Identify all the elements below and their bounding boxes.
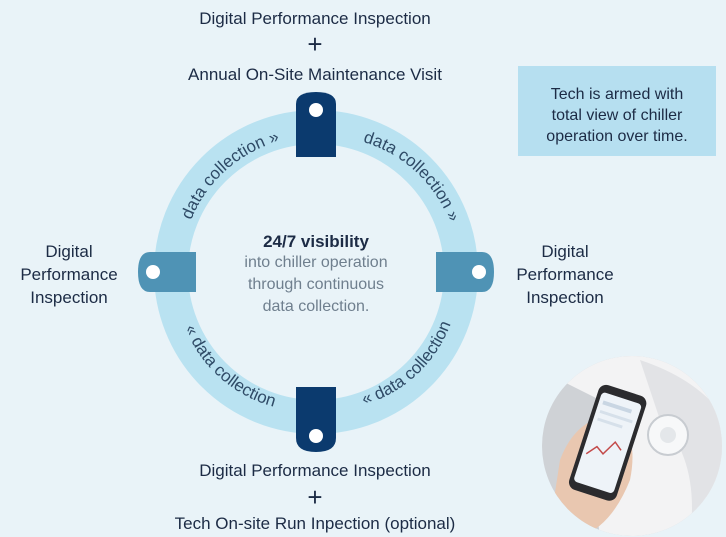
left-label-line-1: Digital — [45, 242, 93, 261]
center-line-1: into chiller operation — [244, 254, 388, 271]
right-node — [436, 252, 494, 292]
left-label-line-2: Performance — [20, 265, 118, 284]
sensor-photo — [542, 356, 722, 536]
bottom-label-2: Tech On-site Run Inpection (optional) — [174, 514, 456, 533]
right-label: Digital Performance Inspection — [498, 240, 632, 309]
center-title: 24/7 visibility — [263, 232, 369, 251]
center-text: 24/7 visibility into chiller operation t… — [206, 232, 426, 318]
left-label-line-3: Inspection — [30, 288, 108, 307]
center-line-3: data collection. — [262, 298, 370, 315]
callout-line-2: total view of chiller — [551, 107, 683, 124]
right-label-line-3: Inspection — [526, 288, 604, 307]
bottom-plus: + — [307, 482, 323, 512]
center-line-2: through continuous — [247, 276, 385, 293]
left-label: Digital Performance Inspection — [4, 240, 134, 309]
bottom-node — [296, 387, 336, 452]
callout-line-1: Tech is armed with — [550, 86, 684, 103]
right-label-line-1: Digital — [541, 242, 589, 261]
top-label-1: Digital Performance Inspection — [199, 9, 431, 28]
top-label-2: Annual On-Site Maintenance Visit — [188, 65, 442, 84]
top-node — [296, 92, 336, 157]
callout-line-3: operation over time. — [546, 128, 688, 145]
callout-box: Tech is armed with total view of chiller… — [518, 66, 716, 156]
right-label-line-2: Performance — [516, 265, 614, 284]
top-plus: + — [307, 29, 323, 59]
left-node — [138, 252, 196, 292]
bottom-label-1: Digital Performance Inspection — [199, 461, 431, 480]
